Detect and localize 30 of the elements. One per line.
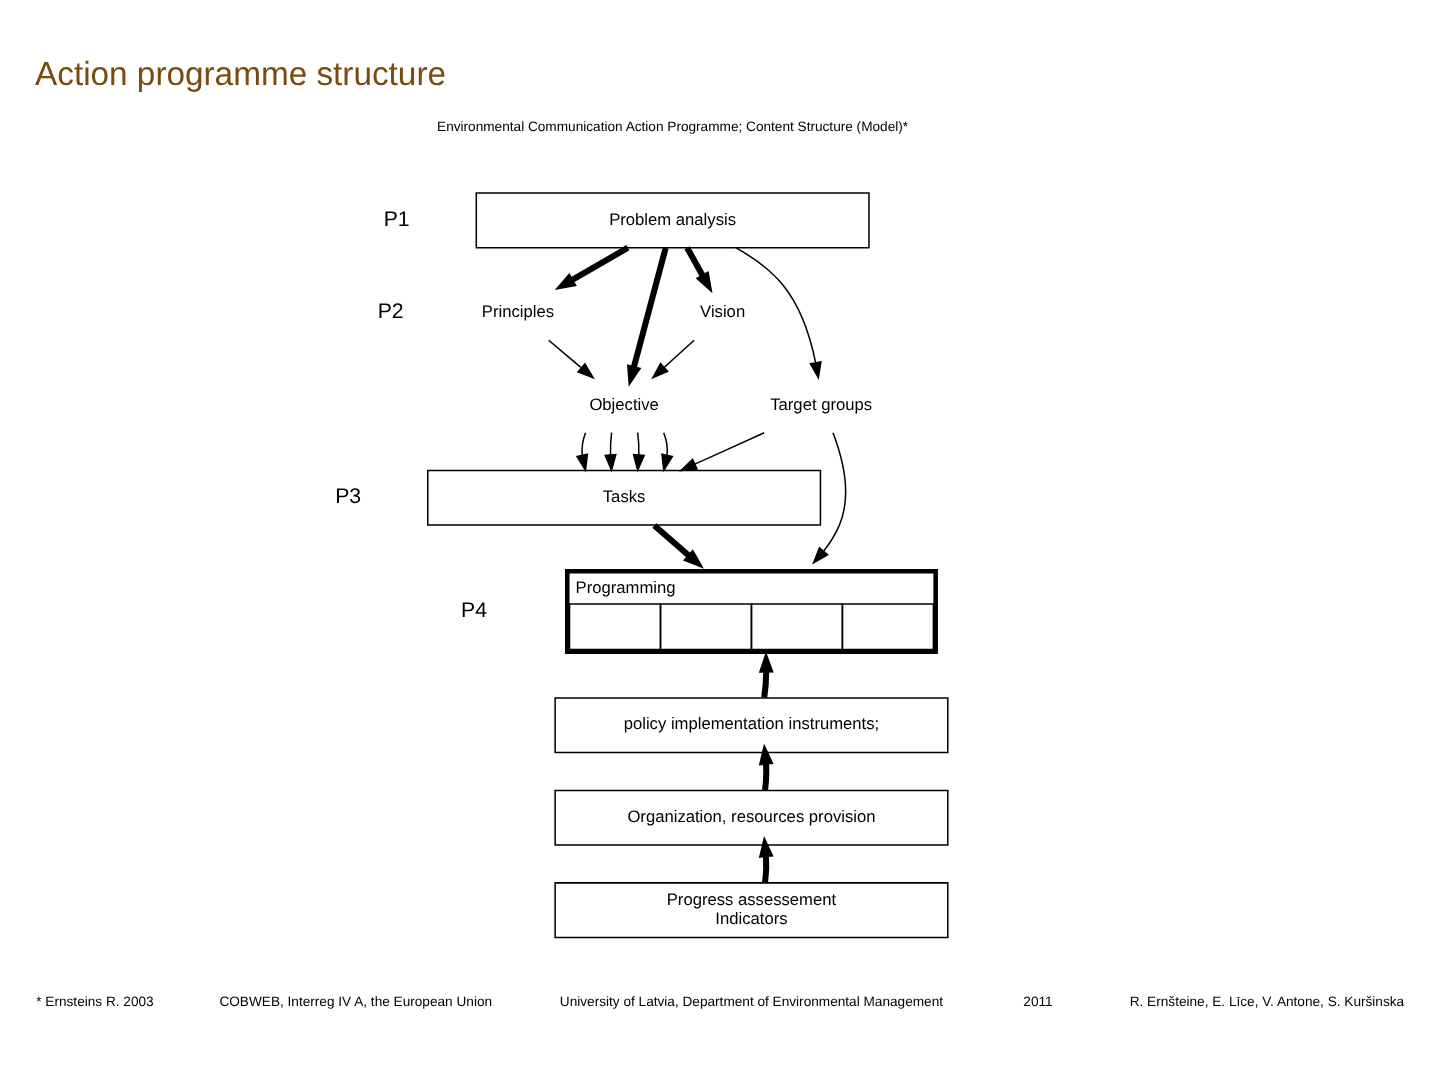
arrow [758, 834, 774, 882]
node-text: Vision [700, 300, 746, 321]
arrow [547, 338, 595, 379]
arrow [632, 430, 646, 472]
arrow [626, 246, 669, 386]
arrow [661, 430, 674, 472]
node-box: Progress assessement Indicators [554, 881, 949, 938]
arrow [812, 431, 847, 564]
node-text: Target groups [770, 392, 873, 413]
label: P1 [383, 206, 410, 231]
label: P2 [377, 299, 404, 324]
node-box: Organization, resources provision [554, 788, 949, 845]
arrow [758, 742, 774, 790]
arrow [758, 650, 774, 697]
arrow [684, 245, 713, 293]
node-box: Tasks [427, 468, 822, 525]
arrow [575, 430, 589, 472]
node-box: policy implementation instruments; [554, 696, 949, 753]
arrow [554, 244, 630, 290]
arrow [604, 430, 617, 472]
arrow [652, 522, 704, 568]
label: P4 [461, 598, 487, 623]
diagram-title: Action programme structure [35, 53, 447, 92]
label: P3 [335, 484, 362, 509]
arrow [651, 338, 695, 379]
node-box: Problem analysis [475, 191, 870, 248]
arrow [735, 246, 822, 379]
node-text: Principles [481, 300, 555, 321]
node-text: Objective [589, 392, 659, 413]
arrow [678, 430, 765, 471]
